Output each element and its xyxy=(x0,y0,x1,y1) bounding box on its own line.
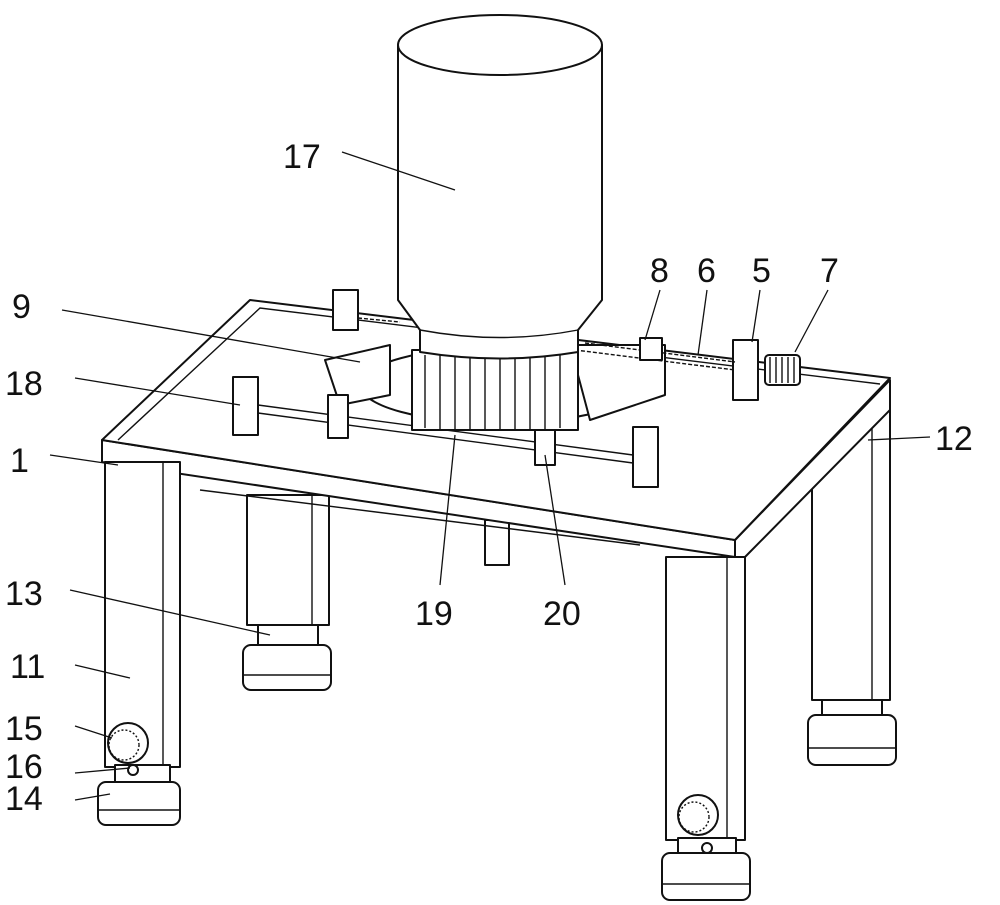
label-15: 15 xyxy=(5,710,43,748)
knob-15[interactable] xyxy=(107,722,149,764)
lock-hole xyxy=(127,764,139,776)
bracket-9 xyxy=(332,289,359,331)
back-left-leg xyxy=(242,494,332,691)
front-left-leg xyxy=(97,461,181,826)
label-12: 12 xyxy=(935,420,973,458)
label-1: 1 xyxy=(10,442,29,480)
label-16: 16 xyxy=(5,748,43,786)
label-5: 5 xyxy=(752,252,771,290)
leader-lines xyxy=(49,151,931,801)
label-19: 19 xyxy=(415,595,453,633)
label-6: 6 xyxy=(697,252,716,290)
label-14: 14 xyxy=(5,780,43,818)
slider-left xyxy=(327,394,349,439)
bracket-18-right xyxy=(632,426,659,488)
bracket-18-left xyxy=(232,376,259,436)
label-18: 18 xyxy=(5,365,43,403)
label-17: 17 xyxy=(283,138,321,176)
front-right-leg xyxy=(661,556,751,901)
label-9: 9 xyxy=(12,288,31,326)
label-8: 8 xyxy=(650,252,669,290)
motor-17 xyxy=(397,14,603,431)
slider-8 xyxy=(639,337,663,361)
label-13: 13 xyxy=(5,575,43,613)
under-plate xyxy=(199,489,641,546)
label-11: 11 xyxy=(10,648,45,686)
bracket-5 xyxy=(732,339,759,401)
knob-front-right[interactable] xyxy=(677,794,719,836)
label-20: 20 xyxy=(543,595,581,633)
label-7: 7 xyxy=(820,252,839,290)
